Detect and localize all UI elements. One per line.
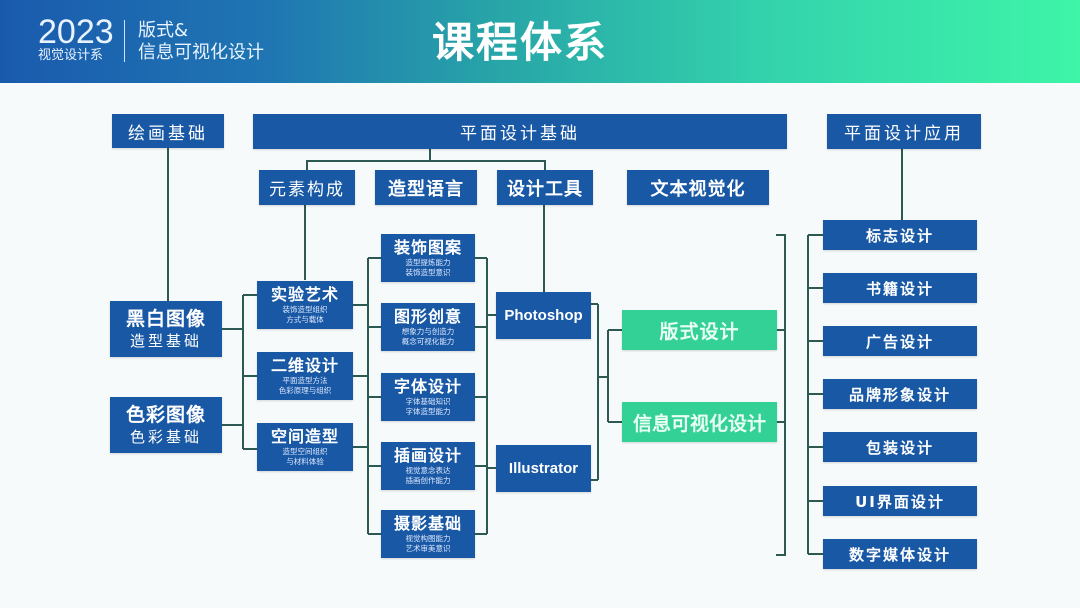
app-digital-media-design: 数字媒体设计 xyxy=(823,539,977,569)
course-desc: 平面造型方法 xyxy=(282,376,328,385)
core-course-label: 版式设计 xyxy=(659,320,740,343)
connector-tools-bracket xyxy=(475,257,496,535)
connector-right-bracket xyxy=(776,234,786,556)
header-subtitle-line2: 信息可视化设计 xyxy=(138,42,264,63)
course-experimental-art: 实验艺术 装饰造型组织 方式与载体 xyxy=(257,281,353,329)
course-decorative-pattern: 装饰图案 造型提炼能力 装饰造型意识 xyxy=(381,234,475,282)
connector-core-bracket xyxy=(591,303,622,481)
core-course-layout-design: 版式设计 xyxy=(622,310,777,350)
header-divider xyxy=(124,20,125,62)
tool-label: Photoshop xyxy=(504,307,583,324)
course-desc: 造型提炼能力 xyxy=(405,258,451,267)
course-subtitle: 造型基础 xyxy=(129,332,202,350)
category-label: 平面设计基础 xyxy=(460,124,580,144)
category-painting-basics: 绘画基础 xyxy=(112,114,224,148)
course-graphic-creativity: 图形创意 想象力与创造力 概念可视化能力 xyxy=(381,303,475,351)
course-color-image: 色彩图像 色彩基础 xyxy=(110,397,222,453)
app-label: 标志设计 xyxy=(865,226,934,245)
course-title: 黑白图像 xyxy=(125,308,206,330)
subcategory-label: 元素构成 xyxy=(269,180,345,200)
course-spatial-form: 空间造型 造型空间组织 与材料体验 xyxy=(257,423,353,471)
course-desc: 插画创作能力 xyxy=(405,476,451,485)
app-label: 书籍设计 xyxy=(865,279,934,298)
course-2d-design: 二维设计 平面造型方法 色彩原理与组织 xyxy=(257,352,353,400)
category-label: 平面设计应用 xyxy=(844,124,964,144)
course-title: 字体设计 xyxy=(393,377,462,396)
app-label: 数字媒体设计 xyxy=(848,545,951,564)
app-logo-design: 标志设计 xyxy=(823,220,977,250)
course-title: 装饰图案 xyxy=(393,238,462,257)
course-black-white-image: 黑白图像 造型基础 xyxy=(110,301,222,357)
category-graphic-design-application: 平面设计应用 xyxy=(827,114,981,149)
course-typeface-design: 字体设计 字体基础知识 字体造型能力 xyxy=(381,373,475,421)
tool-illustrator: Illustrator xyxy=(496,445,591,492)
course-title: 色彩图像 xyxy=(125,404,206,426)
course-desc: 艺术审美意识 xyxy=(405,544,451,553)
core-course-info-visualization: 信息可视化设计 xyxy=(622,402,777,442)
course-title: 插画设计 xyxy=(393,446,462,465)
header-department: 视觉设计系 xyxy=(38,48,104,63)
course-desc: 字体造型能力 xyxy=(405,407,451,416)
course-desc: 装饰造型意识 xyxy=(405,268,451,277)
course-desc: 装饰造型组织 xyxy=(282,305,328,314)
course-title: 二维设计 xyxy=(270,356,339,375)
app-label: UI界面设计 xyxy=(855,492,945,511)
app-label: 包装设计 xyxy=(865,438,934,457)
app-label: 品牌形象设计 xyxy=(848,385,951,404)
tool-label: Illustrator xyxy=(508,460,579,477)
connector-left-bracket xyxy=(222,294,257,450)
course-title: 空间造型 xyxy=(270,427,339,446)
course-subtitle: 色彩基础 xyxy=(129,428,202,446)
course-desc: 视觉构图能力 xyxy=(405,534,451,543)
course-desc: 色彩原理与组织 xyxy=(278,386,332,395)
course-title: 图形创意 xyxy=(393,307,462,326)
tool-photoshop: Photoshop xyxy=(496,292,591,339)
course-desc: 方式与载体 xyxy=(286,315,324,324)
subcategory-element-composition: 元素构成 xyxy=(259,170,355,205)
app-book-design: 书籍设计 xyxy=(823,273,977,303)
course-desc: 视觉意念表达 xyxy=(405,466,451,475)
course-desc: 与材料体验 xyxy=(286,457,324,466)
course-desc: 造型空间组织 xyxy=(282,447,328,456)
connector-graphic-basics xyxy=(306,149,546,170)
header-subtitle-line1: 版式& xyxy=(138,20,189,41)
app-brand-identity-design: 品牌形象设计 xyxy=(823,379,977,409)
header-banner: 2023 视觉设计系 版式& 信息可视化设计 课程体系 xyxy=(0,0,1080,83)
app-packaging-design: 包装设计 xyxy=(823,432,977,462)
header-year: 2023 xyxy=(38,13,114,51)
subcategory-text-visualization: 文本视觉化 xyxy=(627,170,769,205)
subcategory-label: 文本视觉化 xyxy=(650,178,746,200)
page-title: 课程体系 xyxy=(432,18,609,67)
core-course-label: 信息可视化设计 xyxy=(632,412,766,435)
course-desc: 想象力与创造力 xyxy=(401,327,455,336)
app-ui-design: UI界面设计 xyxy=(823,486,977,516)
category-label: 绘画基础 xyxy=(128,123,208,144)
app-advertising-design: 广告设计 xyxy=(823,326,977,356)
course-desc: 字体基础知识 xyxy=(405,397,451,406)
category-graphic-design-basics: 平面设计基础 xyxy=(253,114,787,149)
course-illustration-design: 插画设计 视觉意念表达 插画创作能力 xyxy=(381,442,475,490)
subcategory-label: 设计工具 xyxy=(507,178,583,200)
subcategory-label: 造型语言 xyxy=(388,178,464,200)
course-title: 实验艺术 xyxy=(270,285,339,304)
subcategory-design-tools: 设计工具 xyxy=(497,170,593,205)
app-label: 广告设计 xyxy=(865,332,934,351)
connector-app-bracket xyxy=(807,234,823,555)
connector-mid-bracket xyxy=(353,257,381,535)
course-title: 摄影基础 xyxy=(393,514,462,533)
course-desc: 概念可视化能力 xyxy=(401,337,455,346)
course-photography-basics: 摄影基础 视觉构图能力 艺术审美意识 xyxy=(381,510,475,558)
subcategory-form-language: 造型语言 xyxy=(375,170,477,205)
